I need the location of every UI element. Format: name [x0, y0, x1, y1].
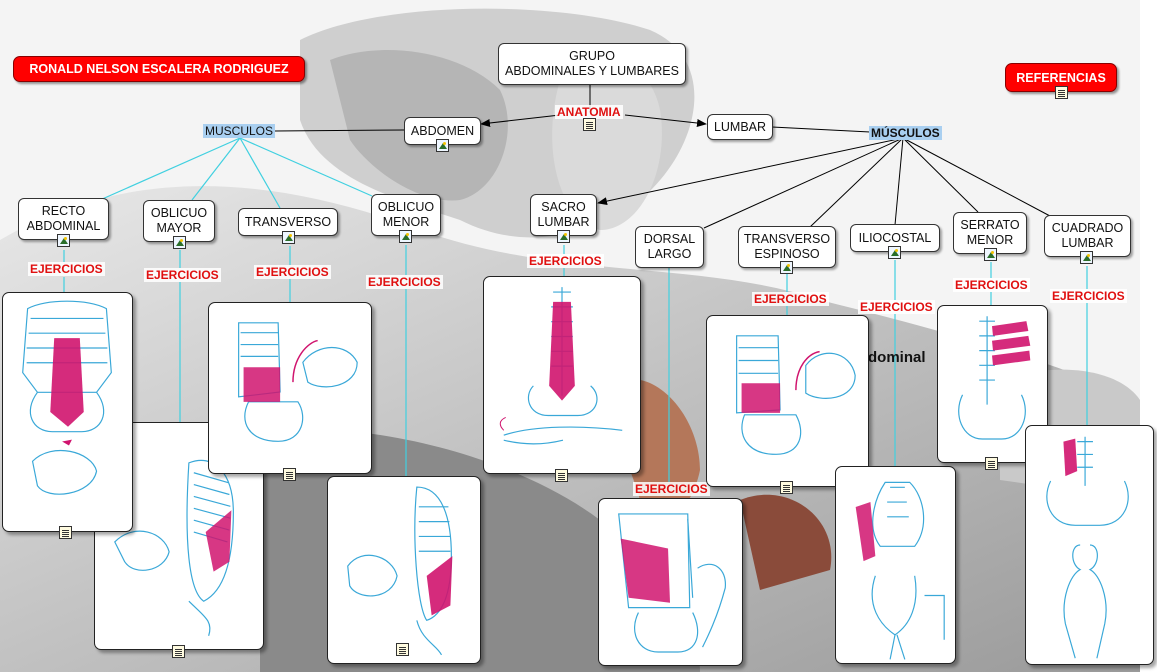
exercise-card-cuadrado-lumbar[interactable] — [1025, 425, 1154, 665]
exercise-card-iliocostal[interactable] — [835, 466, 956, 664]
ejercicios-label: EJERCICIOS — [144, 268, 221, 282]
doc-icon[interactable] — [283, 468, 296, 486]
internal-oblique-illustration — [347, 486, 453, 656]
muscle-node-cuadrado-lumbar[interactable]: CUADRADO LUMBAR — [1044, 215, 1131, 257]
iliocostal-image-icon[interactable] — [888, 246, 901, 264]
muscle-node-sacro-lumbar[interactable]: SACRO LUMBAR — [530, 194, 597, 236]
latissimus-illustration — [618, 513, 726, 653]
background-partial-text: dominal — [868, 349, 926, 366]
abdomen-label: ABDOMEN — [410, 123, 475, 138]
root-concept[interactable]: GRUPO ABDOMINALES Y LUMBARES — [498, 43, 686, 85]
cuadrado-lumbar-image-icon[interactable] — [1080, 251, 1093, 269]
quadratus-lumborum-illustration — [1046, 436, 1129, 659]
muscle-node-serrato-menor[interactable]: SERRATO MENOR — [953, 212, 1027, 254]
exercise-card-dorsal-largo[interactable] — [598, 498, 743, 666]
author-name-box[interactable]: RONALD NELSON ESCALERA RODRIGUEZ — [13, 56, 305, 82]
ejercicios-label: EJERCICIOS — [858, 300, 935, 314]
anatomia-doc-icon[interactable] — [583, 118, 596, 136]
sacro-lumbar-image-icon[interactable] — [557, 230, 570, 248]
musculos-left-label: MUSCULOS — [203, 124, 276, 138]
muscle-label: CUADRADO LUMBAR — [1051, 221, 1124, 250]
author-name: RONALD NELSON ESCALERA RODRIGUEZ — [29, 62, 289, 76]
muscle-node-dorsal-largo[interactable]: DORSAL LARGO — [635, 226, 704, 268]
rectus-abdominis-illustration — [22, 300, 112, 495]
references-button[interactable]: REFERENCIAS — [1005, 63, 1117, 92]
exercise-card-sacro-lumbar[interactable] — [483, 276, 641, 474]
ejercicios-label: EJERCICIOS — [254, 265, 331, 279]
ejercicios-label: EJERCICIOS — [752, 292, 829, 306]
muscle-label: SERRATO MENOR — [960, 218, 1020, 247]
root-concept-label: GRUPO ABDOMINALES Y LUMBARES — [505, 49, 679, 78]
muscle-label: TRANSVERSO — [244, 214, 332, 229]
muscle-label: SACRO LUMBAR — [537, 200, 590, 229]
doc-icon[interactable] — [555, 469, 568, 487]
muscle-label: ILIOCOSTAL — [858, 230, 932, 245]
exercise-card-recto-abdominal[interactable] — [2, 292, 133, 532]
transversospinalis-illustration — [736, 335, 856, 455]
ejercicios-label: EJERCICIOS — [366, 275, 443, 289]
oblicuo-mayor-image-icon[interactable] — [173, 236, 186, 254]
transverso-espinoso-image-icon[interactable] — [780, 261, 793, 279]
ejercicios-label: EJERCICIOS — [527, 254, 604, 268]
doc-icon[interactable] — [59, 526, 72, 544]
exercise-card-transverso-espinoso[interactable] — [706, 315, 869, 487]
muscle-label: OBLICUO MENOR — [377, 200, 435, 229]
references-label: REFERENCIAS — [1016, 70, 1106, 85]
serrato-menor-image-icon[interactable] — [984, 248, 997, 266]
doc-icon[interactable] — [985, 457, 998, 475]
anatomia-link-label: ANATOMIA — [555, 105, 623, 119]
musculos-right-label: MÚSCULOS — [869, 126, 942, 140]
muscle-node-transverso[interactable]: TRANSVERSO — [238, 208, 338, 236]
doc-icon[interactable] — [780, 481, 793, 499]
lumbar-label: LUMBAR — [713, 119, 767, 134]
serratus-posterior-illustration — [958, 316, 1031, 440]
ejercicios-label: EJERCICIOS — [953, 278, 1030, 292]
muscle-label: RECTO ABDOMINAL — [26, 204, 101, 233]
abdomen-image-icon[interactable] — [436, 139, 449, 157]
transverse-abdominis-illustration — [238, 322, 358, 442]
transverso-image-icon[interactable] — [282, 231, 295, 249]
references-doc-icon[interactable] — [1055, 86, 1068, 104]
ejercicios-label: EJERCICIOS — [633, 482, 710, 496]
muscle-node-iliocostal[interactable]: ILIOCOSTAL — [850, 224, 940, 252]
muscle-label: DORSAL LARGO — [643, 232, 696, 261]
lumbar-node[interactable]: LUMBAR — [707, 114, 773, 140]
muscle-node-oblicuo-menor[interactable]: OBLICUO MENOR — [371, 194, 441, 236]
muscle-label: OBLICUO MAYOR — [150, 206, 208, 235]
doc-icon[interactable] — [172, 645, 185, 663]
muscle-node-recto-abdominal[interactable]: RECTO ABDOMINAL — [18, 198, 109, 240]
exercise-card-transverso[interactable] — [208, 302, 372, 474]
exercise-card-oblicuo-menor[interactable] — [327, 476, 481, 664]
ejercicios-label: EJERCICIOS — [1050, 289, 1127, 303]
ejercicios-label: EJERCICIOS — [28, 262, 105, 276]
erector-spinae-illustration — [499, 287, 623, 445]
iliocostalis-illustration — [855, 481, 945, 660]
recto-image-icon[interactable] — [57, 234, 70, 252]
oblicuo-menor-image-icon[interactable] — [399, 230, 412, 248]
muscle-label: TRANSVERSO ESPINOSO — [743, 232, 831, 261]
doc-icon[interactable] — [396, 643, 409, 661]
